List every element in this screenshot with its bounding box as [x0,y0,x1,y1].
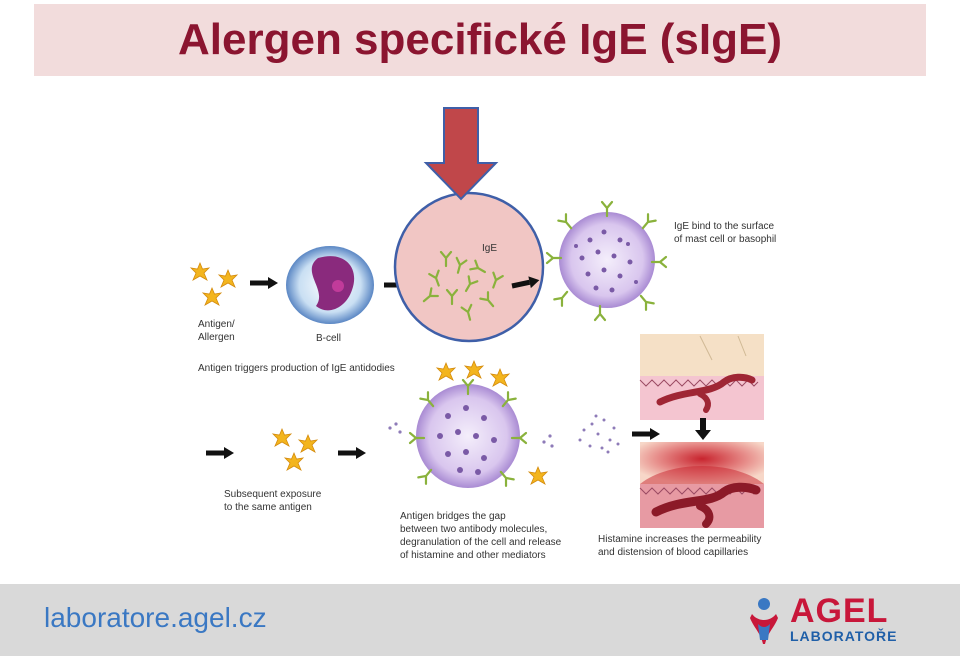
label-b-cell: B-cell [316,333,342,344]
antigen-stars [190,262,238,306]
capillary-inflamed [639,442,764,528]
arrow-icon [338,447,366,459]
b-cell [286,246,374,324]
released-mediators [578,414,620,454]
footer: laboratore.agel.cz AGEL LABORATOŘE [0,584,960,656]
arrow-icon [206,447,234,459]
capillary-normal [639,334,764,420]
ige-highlight-circle [393,191,545,343]
label-ige: IgE [482,243,498,254]
label-histamine: Histamine increases the permeability and… [598,534,762,558]
agel-logo: AGEL LABORATOŘE [748,592,918,646]
mast-cell-degranulating [388,360,554,488]
mast-cell-top [545,200,668,322]
down-arrow-icon [695,418,711,440]
agel-person-icon [750,598,778,644]
arrow-icon [632,428,660,440]
label-subsequent-exposure: Subsequent exposure to the same antigen [224,489,322,513]
logo-brand: AGEL [790,592,889,630]
footer-url-link[interactable]: laboratore.agel.cz [44,602,267,633]
title-bar: Alergen specifické IgE (sIgE) [34,4,926,76]
arrow-icon [250,277,278,289]
logo-subtitle: LABORATOŘE [790,628,898,644]
label-antigen-bridges: Antigen bridges the gap between two anti… [400,511,562,561]
label-antigen-allergen: Antigen/ Allergen [198,319,235,343]
label-ige-bind: IgE bind to the surface of mast cell or … [674,221,777,245]
antigen-stars-second [272,428,318,471]
label-antigen-trigger: Antigen triggers production of IgE antid… [198,363,395,374]
slide-title: Alergen specifické IgE (sIgE) [178,15,782,64]
highlight-arrow-icon [423,107,499,201]
